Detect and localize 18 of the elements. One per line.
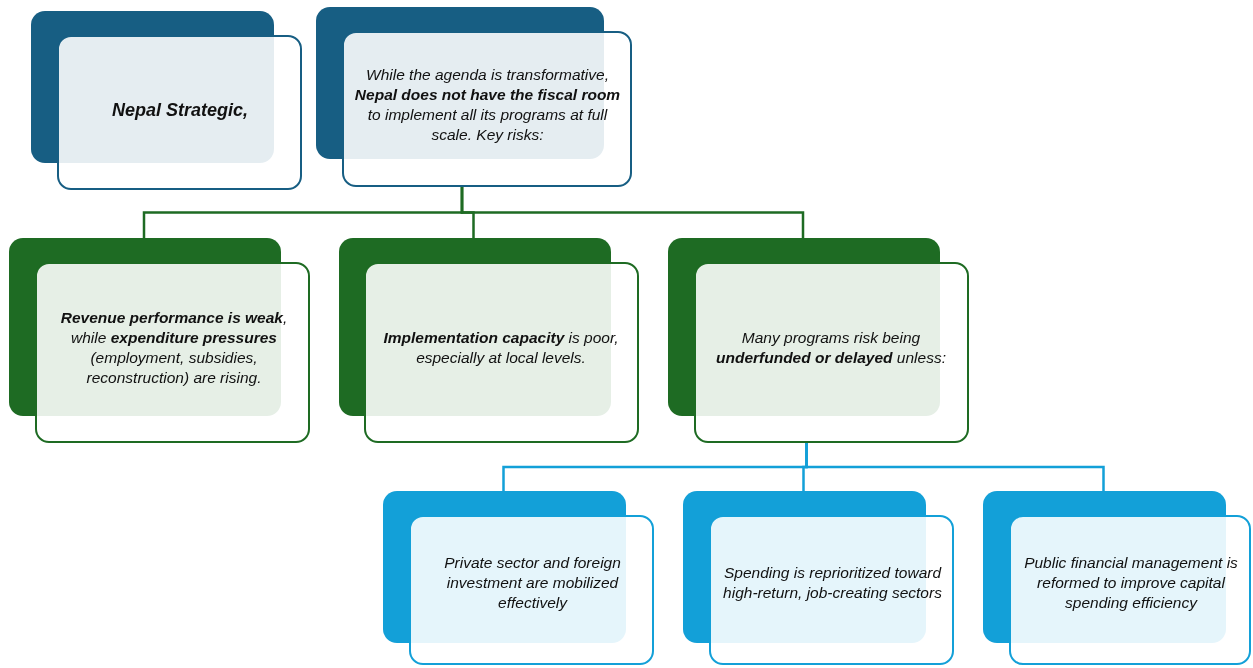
box-text: Revenue performance is weak, while expenditure pressures (employment, subsidies, reconstruction) are rising. bbox=[59, 308, 289, 388]
process-box bbox=[383, 491, 654, 665]
process-box bbox=[9, 238, 310, 443]
process-box bbox=[683, 491, 954, 665]
connector-line bbox=[460, 187, 805, 238]
box-text: Many programs risk being underfunded or delayed unless: bbox=[715, 328, 947, 368]
box-text: Nepal Strategic, bbox=[111, 100, 248, 120]
box-text: Private sector and foreign investment are mobilized effectively bbox=[443, 552, 622, 613]
process-box bbox=[316, 7, 632, 187]
box-text: While the agenda is transformative, Nepal does not have the fiscal room to implement all its programs at full scale. Key risks: bbox=[353, 65, 622, 145]
box-text: Implementation capacity is poor, especially at local levels. bbox=[382, 328, 620, 368]
process-box bbox=[31, 11, 302, 190]
box-text: Public financial management is reformed to improve capital spending efficiency bbox=[1023, 552, 1239, 613]
process-box bbox=[983, 491, 1251, 665]
process-box bbox=[339, 238, 639, 443]
connector-line bbox=[805, 443, 1105, 491]
box-text: Spending is reprioritized toward high-return, job-creating sectors bbox=[722, 562, 943, 603]
process-box bbox=[668, 238, 969, 443]
